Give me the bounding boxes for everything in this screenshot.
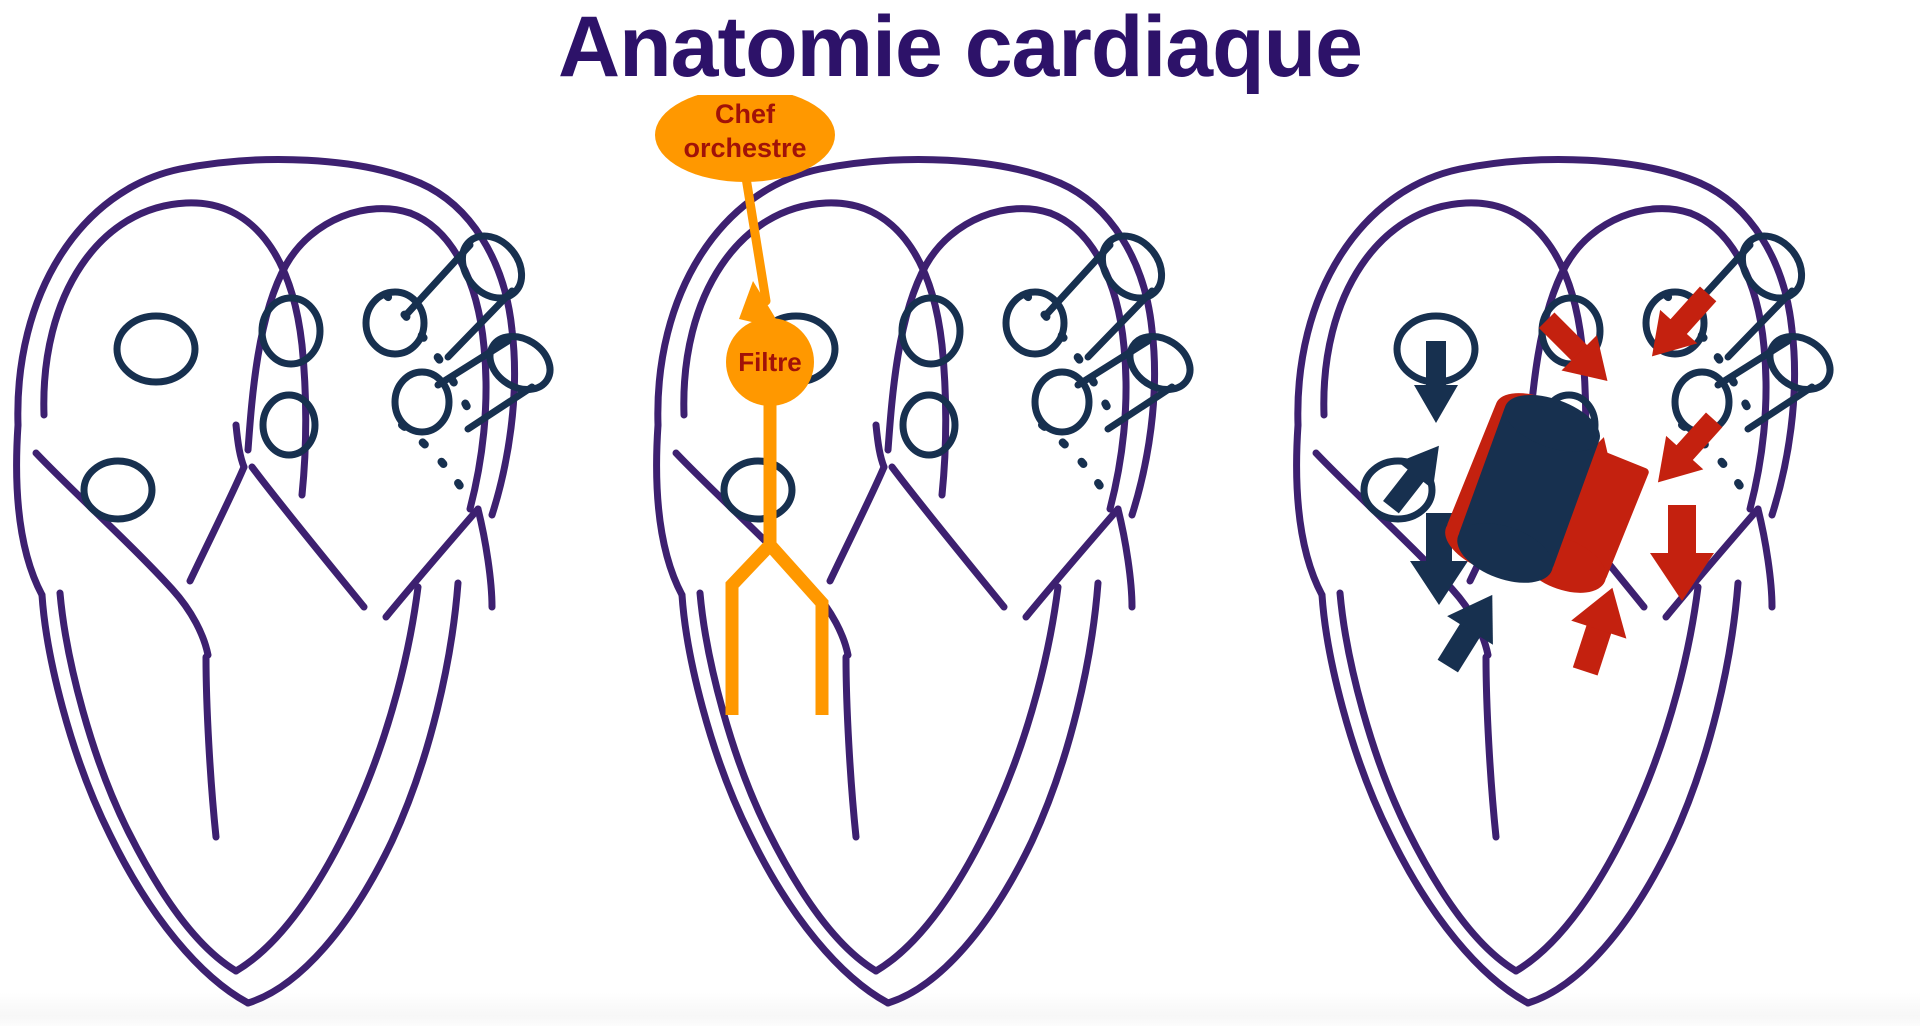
conductor-label-line-1: Chef xyxy=(715,99,776,129)
vessel-tubes xyxy=(402,232,554,433)
flow-arrow-red-5 xyxy=(1650,505,1714,601)
opening-right-upper xyxy=(1002,288,1068,358)
flow-arrow-navy-up-2 xyxy=(1383,445,1439,514)
opening-left-lower xyxy=(1360,457,1436,523)
flow-arrow-red-4 xyxy=(1657,412,1723,483)
filter-label: Filtre xyxy=(738,347,802,377)
panel-plain-heart[interactable] xyxy=(0,95,640,1025)
dashed-septal-line xyxy=(382,291,474,493)
dashed-septal-line xyxy=(1662,291,1754,493)
opening-mid-lower xyxy=(259,391,319,459)
valve-cylinder-navy xyxy=(1457,394,1600,583)
opening-mid-upper xyxy=(258,294,324,368)
flow-arrow-red-2 xyxy=(1651,286,1717,357)
opening-mid-lower xyxy=(899,391,959,459)
conductor-label-line-2: orchestre xyxy=(683,133,806,163)
conduction-bundle xyxy=(725,395,829,715)
opening-mid-upper xyxy=(898,294,964,368)
heart-outline xyxy=(13,156,519,1007)
panel-blood-flow-heart[interactable] xyxy=(1280,95,1920,1025)
opening-right-lower xyxy=(391,368,453,436)
panel-row: Filtre Chef orchestre xyxy=(0,95,1920,1025)
filter-node[interactable] xyxy=(726,318,814,406)
opening-left-lower xyxy=(80,457,156,523)
chamber-openings xyxy=(80,288,453,523)
opening-right-lower xyxy=(1031,368,1093,436)
dashed-septal-line xyxy=(1022,291,1114,493)
panel-conduction-heart[interactable]: Filtre Chef orchestre xyxy=(640,95,1280,1025)
conductor-node[interactable] xyxy=(655,95,835,182)
opening-left-lower xyxy=(720,457,796,523)
opening-right-upper xyxy=(362,288,428,358)
flow-arrow-red-1 xyxy=(1538,312,1608,382)
page-title: Anatomie cardiaque xyxy=(558,0,1363,95)
flow-arrow-navy-up-4 xyxy=(1437,594,1493,673)
flow-arrow-navy-down-1 xyxy=(1414,341,1458,423)
flow-arrow-red-6 xyxy=(1571,587,1627,676)
opening-left-upper xyxy=(113,312,199,386)
heart-outline xyxy=(653,156,1159,1007)
opening-right-upper xyxy=(1642,288,1708,358)
